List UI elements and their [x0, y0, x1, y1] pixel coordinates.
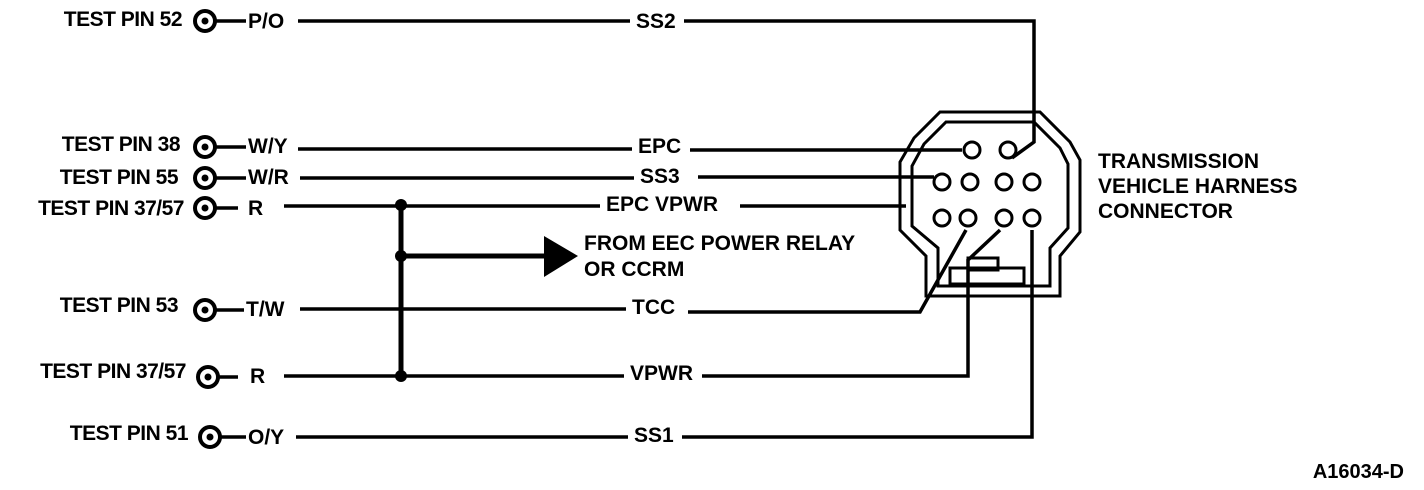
wire-color-label-5: T/W: [246, 298, 285, 321]
connector-terminal: [1022, 208, 1042, 228]
power-note-line-1: FROM EEC POWER RELAY: [584, 232, 855, 255]
connector-terminal: [932, 208, 952, 228]
signal-label-epc: EPC: [638, 135, 681, 158]
test-pin-terminal-2: [193, 135, 217, 159]
wire-ss2-right: [684, 19, 1036, 160]
connector-terminal: [994, 172, 1014, 192]
signal-label-ss1: SS1: [634, 424, 674, 447]
connector-terminal: [932, 172, 952, 192]
test-pin-label-3: TEST PIN 55: [60, 166, 179, 189]
wire-color-label-3: W/R: [248, 166, 289, 189]
test-pin-terminal-1: [193, 9, 217, 33]
signal-label-ss2: SS2: [636, 10, 676, 33]
test-pin-label-4: TEST PIN 37/57: [38, 197, 184, 220]
test-pin-label-6: TEST PIN 37/57: [40, 360, 186, 383]
connector-label-line-1: TRANSMISSION: [1098, 150, 1259, 173]
test-pin-label-1: TEST PIN 52: [64, 8, 182, 31]
signal-label-ss3: SS3: [640, 165, 680, 188]
wire-color-label-6: R: [250, 365, 265, 388]
wire-color-label-1: P/O: [248, 10, 284, 33]
connector-terminal: [1022, 172, 1042, 192]
test-pin-label-5: TEST PIN 53: [60, 294, 178, 317]
test-pin-terminal-3: [193, 166, 217, 190]
wire-color-label-4: R: [248, 197, 263, 220]
wire-vpwr-right: [702, 228, 1002, 378]
test-pin-terminal-5: [193, 298, 217, 322]
test-pin-terminal-4: [193, 196, 217, 220]
harness-connector-icon: [898, 110, 1082, 298]
connector-terminal: [998, 140, 1018, 160]
connector-label-line-3: CONNECTOR: [1098, 200, 1233, 223]
test-pin-label-2: TEST PIN 38: [62, 133, 181, 156]
wire-color-label-7: O/Y: [248, 426, 284, 449]
connector-terminal: [958, 208, 978, 228]
connector-terminal: [962, 140, 982, 160]
power-arrow-icon: [544, 236, 578, 277]
signal-label-vpwr: VPWR: [630, 362, 693, 385]
splice-dot-1: [395, 199, 407, 211]
splice-dot-3: [395, 370, 407, 382]
connector-terminal: [960, 172, 980, 192]
power-note-line-2: OR CCRM: [584, 258, 684, 281]
signal-label-tcc: TCC: [632, 296, 675, 319]
test-pin-terminal-7: [198, 425, 222, 449]
test-pin-label-7: TEST PIN 51: [70, 422, 189, 445]
connector-label-line-2: VEHICLE HARNESS: [1098, 175, 1298, 198]
wire-color-label-2: W/Y: [248, 135, 288, 158]
signal-label-epcvpwr: EPC VPWR: [606, 193, 718, 216]
test-pin-terminal-6: [196, 365, 220, 389]
connector-terminal: [994, 208, 1014, 228]
wire-tcc-right: [688, 229, 968, 314]
wire-ss1-right: [682, 230, 1034, 439]
figure-id: A16034-D: [1313, 461, 1404, 483]
